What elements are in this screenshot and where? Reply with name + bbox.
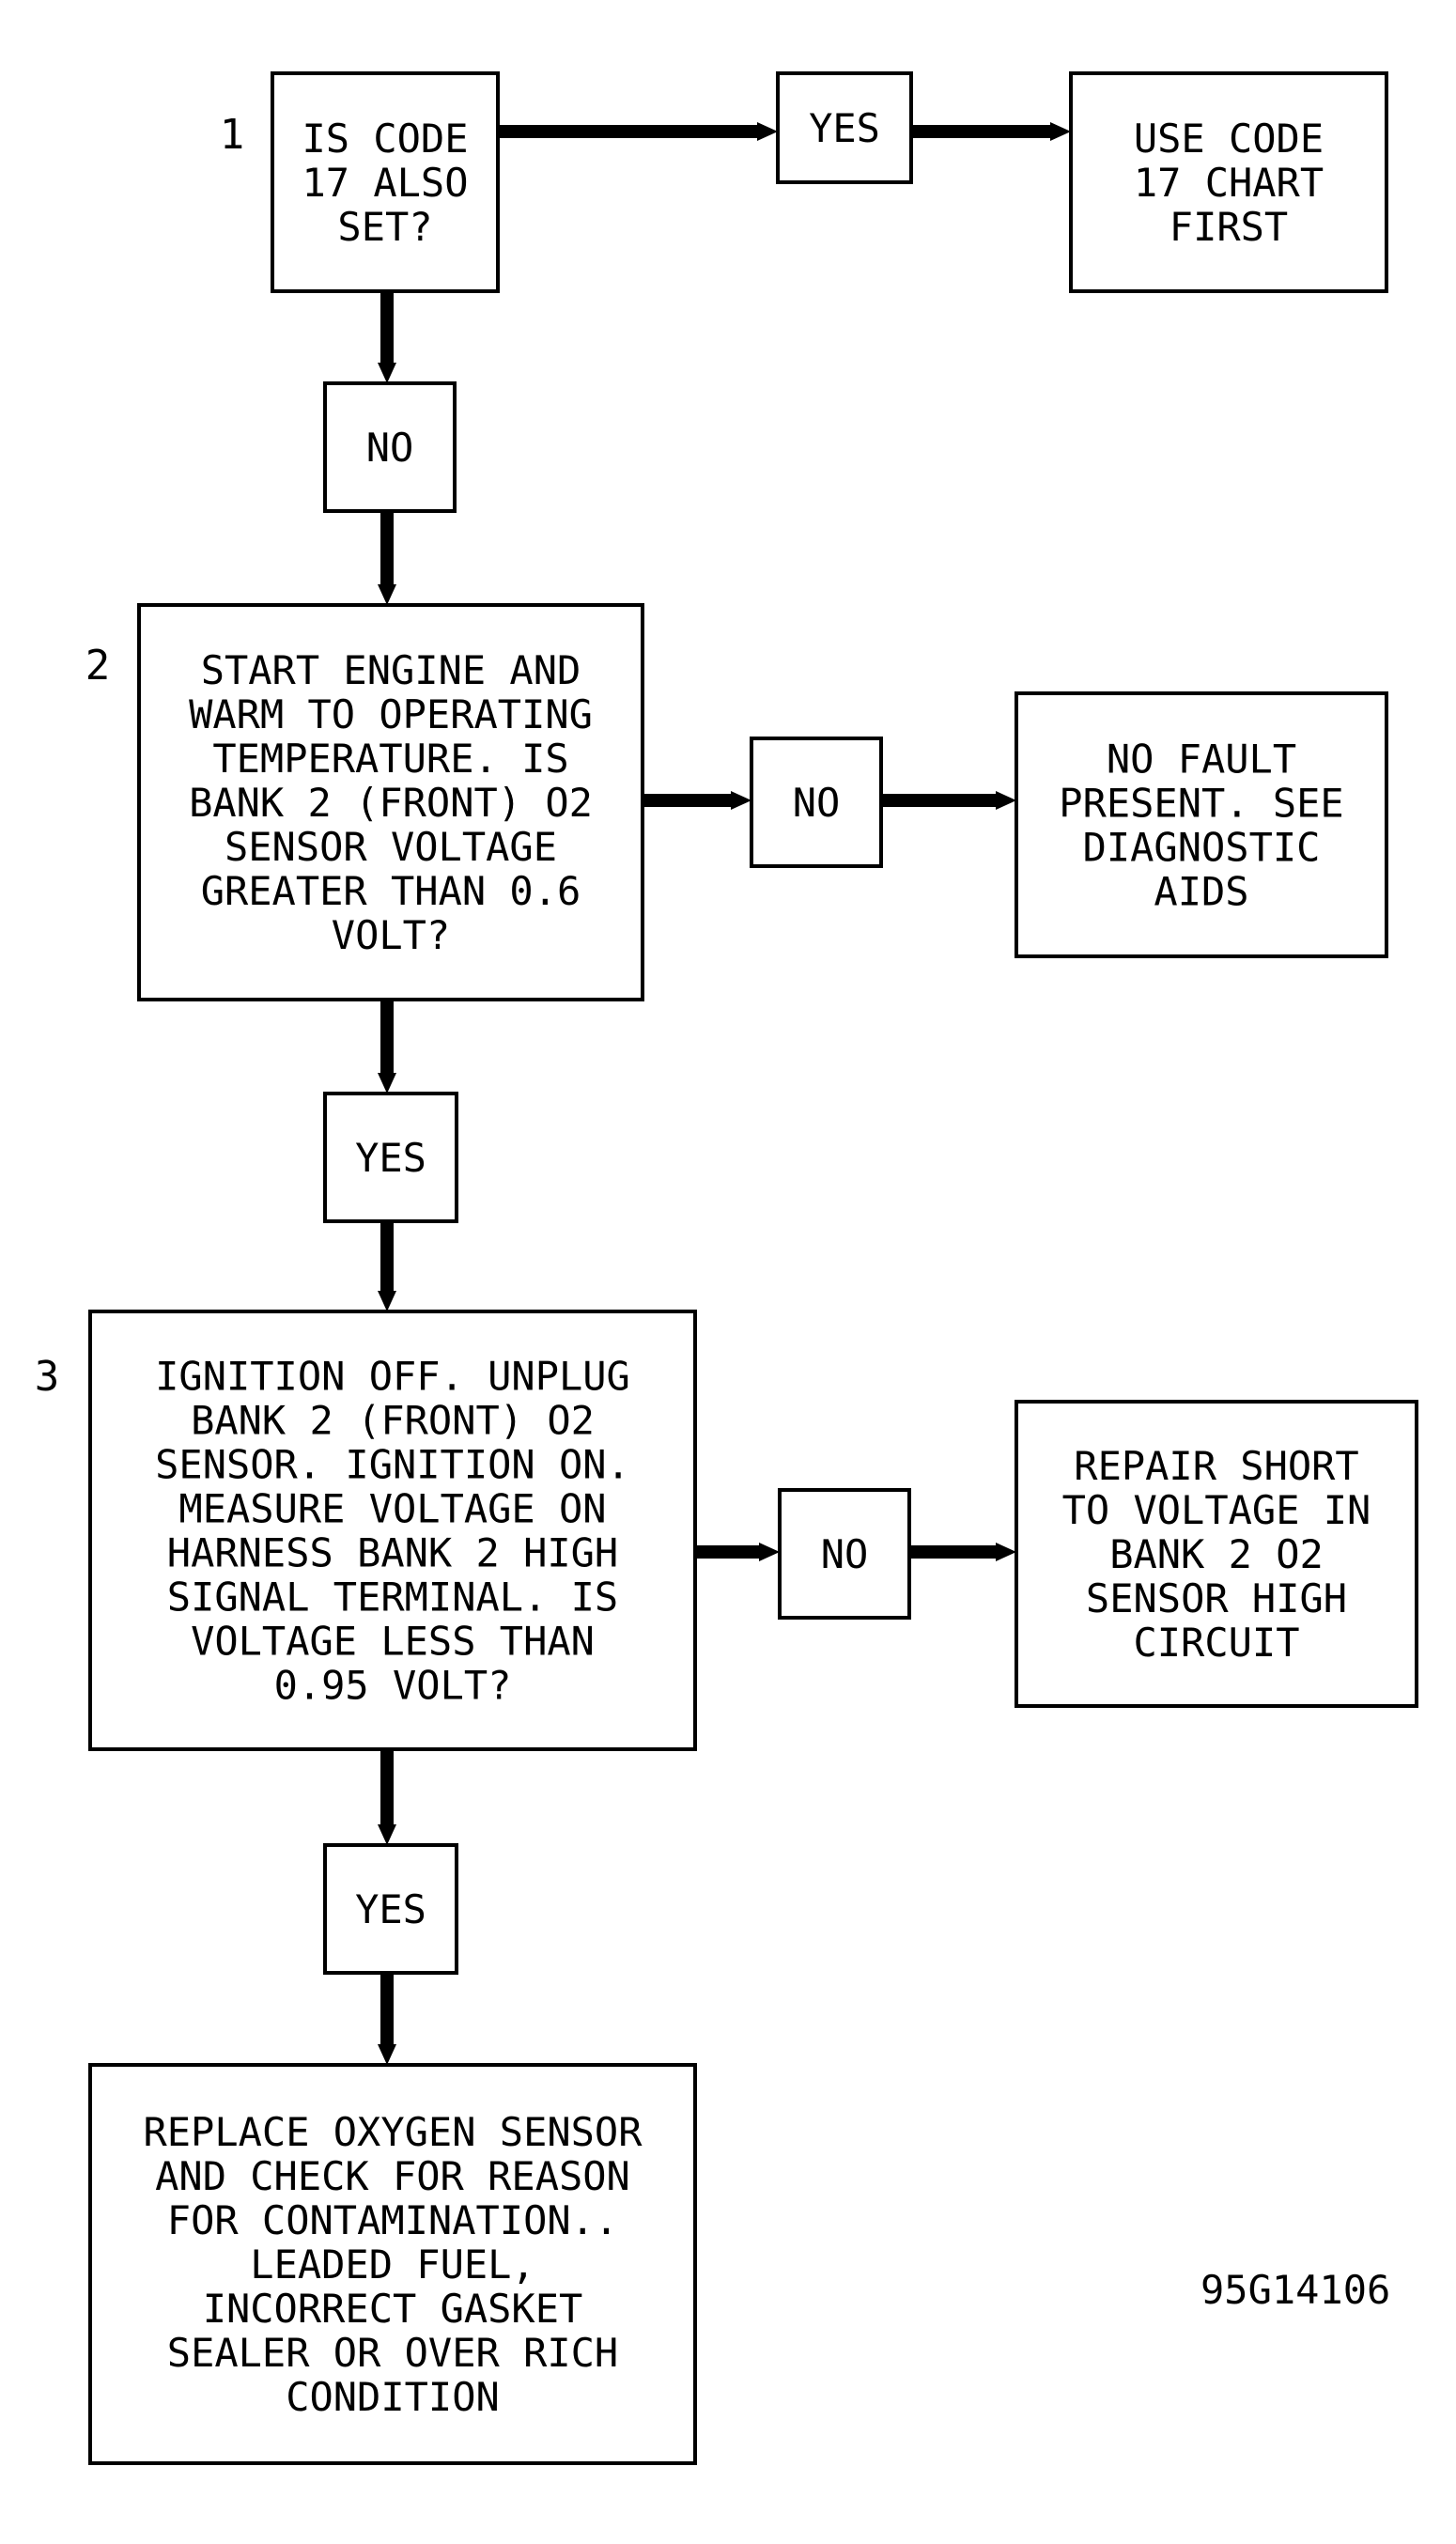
step-3-yes-label-text: YES	[355, 1886, 426, 1932]
result-no-fault-box-line: NO FAULT	[1107, 737, 1296, 783]
step-3-no-label	[778, 1488, 911, 1620]
step-1-question-box	[271, 71, 500, 293]
result-replace-oxygen-sensor-box-line: CONDITION	[286, 2374, 500, 2420]
step-2-question-box-line: VOLT?	[332, 912, 450, 958]
step-1-yes-connector-b-arrowhead	[1050, 122, 1071, 141]
result-repair-short-box-line: REPAIR SHORT	[1074, 1443, 1358, 1489]
step-2-yes-label	[323, 1092, 458, 1223]
step-3-question-box-line: 0.95 VOLT?	[274, 1663, 512, 1709]
step-3-yes-connector-b-arrowhead	[378, 2044, 396, 2065]
result-no-fault-box-line: PRESENT. SEE	[1059, 781, 1343, 827]
step-1-no-connector-b-arrowhead	[378, 584, 396, 605]
result-use-code-17-box-line: USE CODE	[1134, 116, 1324, 162]
figure-reference-number: 95G14106	[1200, 2267, 1390, 2313]
step-2-no-label	[750, 737, 883, 868]
result-replace-oxygen-sensor-box-line: SEALER OR OVER RICH	[167, 2330, 618, 2376]
result-repair-short-box-line: SENSOR HIGH	[1086, 1575, 1347, 1621]
step-3-question-box-line: IGNITION OFF. UNPLUG	[155, 1354, 630, 1400]
result-repair-short-box	[1015, 1400, 1418, 1708]
step-2-question-box-line: SENSOR VOLTAGE	[225, 824, 557, 870]
step-3-number: 3	[35, 1353, 60, 1401]
result-repair-short-box-line: CIRCUIT	[1133, 1620, 1299, 1666]
step-3-question-box-line: MEASURE VOLTAGE ON	[178, 1486, 606, 1532]
step-3-no-connector-a-arrowhead	[759, 1543, 780, 1561]
result-no-fault-box-line: AIDS	[1154, 869, 1248, 915]
step-3-question-box-line: SIGNAL TERMINAL. IS	[167, 1574, 618, 1621]
result-no-fault-box	[1015, 691, 1388, 958]
step-2-question-box-line: START ENGINE AND	[201, 647, 581, 693]
step-3-question-box-line: HARNESS BANK 2 HIGH	[167, 1530, 618, 1576]
result-repair-short-box-line: TO VOLTAGE IN	[1062, 1487, 1371, 1533]
step-1-no-label-text: NO	[366, 425, 414, 471]
step-2-question-box-line: BANK 2 (FRONT) O2	[189, 780, 593, 826]
step-2-no-connector-a-arrowhead	[731, 791, 751, 810]
result-replace-oxygen-sensor-box	[88, 2063, 697, 2465]
step-1-no-connector-a-arrowhead	[378, 363, 396, 383]
result-use-code-17-box-line: FIRST	[1169, 204, 1288, 250]
step-2-number: 2	[85, 642, 111, 690]
step-1-question-box-line: IS CODE	[302, 116, 468, 162]
step-3-question-box-line: SENSOR. IGNITION ON.	[155, 1442, 630, 1488]
step-2-yes-connector-a-arrowhead	[378, 1073, 396, 1094]
step-2-no-connector-b-arrowhead	[996, 791, 1016, 810]
result-replace-oxygen-sensor-box-line: INCORRECT GASKET	[203, 2286, 583, 2332]
step-3-no-connector-b-arrowhead	[996, 1543, 1016, 1561]
step-2-yes-connector-b-arrowhead	[378, 1291, 396, 1311]
result-use-code-17-box	[1069, 71, 1388, 293]
result-repair-short-box-line: BANK 2 O2	[1109, 1531, 1324, 1577]
step-2-question-box-line: TEMPERATURE. IS	[212, 736, 568, 782]
result-no-fault-box-line: DIAGNOSTIC	[1083, 825, 1321, 871]
step-3-question-box	[88, 1310, 697, 1751]
result-replace-oxygen-sensor-box-line: LEADED FUEL,	[250, 2242, 534, 2288]
step-1-question-box-line: SET?	[337, 204, 432, 250]
step-3-question-box-line: BANK 2 (FRONT) O2	[191, 1398, 595, 1444]
step-3-no-label-text: NO	[821, 1531, 869, 1577]
step-3-question-box-line: VOLTAGE LESS THAN	[191, 1619, 595, 1665]
result-replace-oxygen-sensor-box-line: REPLACE OXYGEN SENSOR	[143, 2109, 643, 2155]
step-1-yes-label-text: YES	[809, 105, 880, 151]
step-1-yes-connector-a-head-arrowhead	[757, 122, 778, 141]
step-2-no-label-text: NO	[793, 780, 841, 826]
step-2-question-box	[137, 603, 644, 1001]
step-1-question-box-line: 17 ALSO	[302, 160, 468, 206]
step-3-yes-label	[323, 1843, 458, 1975]
result-replace-oxygen-sensor-box-line: AND CHECK FOR REASON	[155, 2153, 630, 2199]
step-1-number: 1	[220, 111, 245, 159]
step-2-question-box-line: WARM TO OPERATING	[189, 691, 593, 737]
step-2-question-box-line: GREATER THAN 0.6	[201, 868, 581, 914]
result-use-code-17-box-line: 17 CHART	[1134, 160, 1324, 206]
step-2-yes-label-text: YES	[355, 1135, 426, 1181]
step-3-yes-connector-a-arrowhead	[378, 1824, 396, 1845]
result-replace-oxygen-sensor-box-line: FOR CONTAMINATION..	[167, 2197, 618, 2243]
